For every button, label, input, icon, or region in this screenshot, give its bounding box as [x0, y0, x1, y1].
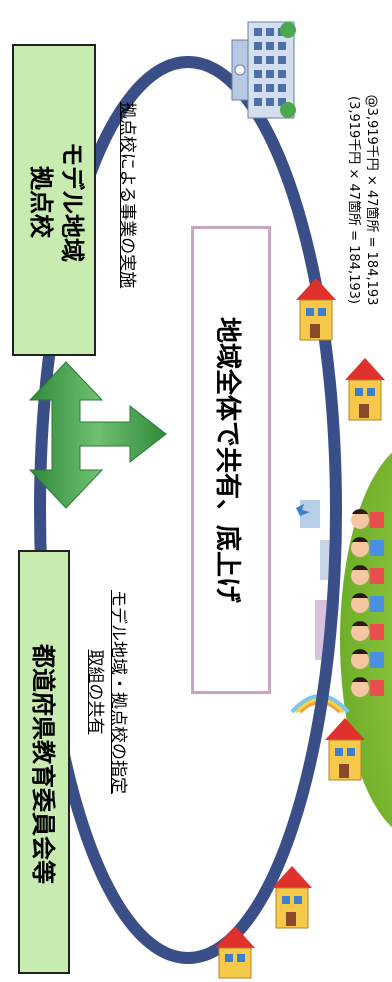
- model-region-label: モデル地域: [58, 142, 87, 262]
- model-note: 拠点校による事業の実施: [112, 55, 142, 335]
- budget-line2: (3,919千円 × 47箇所 = 184,193): [346, 96, 361, 304]
- base-school-label: 拠点校: [27, 166, 55, 238]
- model-region-box: モデル地域 拠点校: [12, 44, 96, 356]
- center-label: 地域全体で共有、底上げ: [212, 316, 243, 603]
- center-box: 地域全体で共有、底上げ: [191, 226, 271, 694]
- double-arrow: [28, 361, 167, 509]
- prefecture-board-label: 都道府県教育委員会等: [29, 644, 58, 884]
- prefecture-note: モデル地域・拠点校の指定 取組の共有: [78, 542, 134, 842]
- prefecture-note-line2: 取組の共有: [85, 649, 105, 735]
- cycle-ellipse: [34, 56, 342, 964]
- model-note-text: 拠点校による事業の実施: [117, 101, 138, 289]
- school-building-icon: [231, 21, 296, 119]
- budget-text: @3,919千円 × 47箇所 = 184,193 (3,919千円 × 47箇…: [342, 50, 382, 350]
- budget-line1: @3,919千円 × 47箇所 = 184,193: [363, 94, 379, 306]
- prefecture-note-line1: モデル地域・拠点校の指定: [107, 590, 128, 794]
- prefecture-board-box: 都道府県教育委員会等: [18, 550, 70, 974]
- house-icons: [215, 278, 385, 979]
